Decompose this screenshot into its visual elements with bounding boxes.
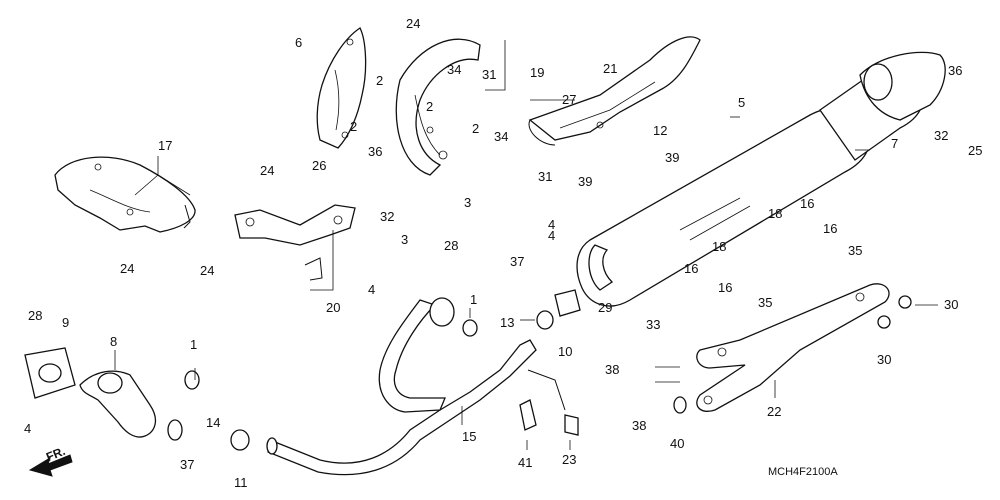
- callout-l30a: 30: [944, 297, 959, 312]
- callout-l12: 12: [653, 123, 668, 138]
- callout-l40: 40: [670, 436, 685, 451]
- callout-l31b: 31: [538, 169, 553, 184]
- heat-shield-21: [528, 36, 701, 146]
- callout-l20: 20: [326, 300, 341, 315]
- heat-shield-17: [54, 156, 196, 233]
- front-direction-arrow: [28, 454, 73, 477]
- callout-l1b: 1: [190, 337, 198, 352]
- callout-l28a: 28: [444, 238, 459, 253]
- callout-l41: 41: [518, 455, 533, 470]
- callout-l14: 14: [206, 415, 221, 430]
- callout-l3b: 3: [401, 232, 409, 247]
- leader-lines: [114, 40, 938, 450]
- callout-l38b: 38: [632, 418, 647, 433]
- callout-l2c: 2: [350, 119, 358, 134]
- heat-shield-6: [316, 27, 367, 149]
- callout-l23: 23: [562, 452, 577, 467]
- callout-l15: 15: [462, 429, 477, 444]
- callout-l4a: 4: [548, 217, 556, 232]
- callout-l17: 17: [158, 138, 173, 153]
- callout-l18b: 18: [712, 239, 727, 254]
- callout-l16b: 16: [823, 221, 838, 236]
- callout-l24a: 24: [406, 16, 421, 31]
- callout-l34b: 34: [494, 129, 509, 144]
- callout-l16a: 16: [800, 196, 815, 211]
- callout-l36b: 36: [368, 144, 383, 159]
- callout-l24c: 24: [120, 261, 135, 276]
- callout-l37b: 37: [180, 457, 195, 472]
- bracket-20: [234, 204, 356, 281]
- callout-l33: 33: [646, 317, 661, 332]
- callout-l39a: 39: [665, 150, 680, 165]
- callout-l16d: 16: [718, 280, 733, 295]
- callout-l4b: 4: [548, 228, 556, 243]
- callout-l2b: 2: [426, 99, 434, 114]
- muffler-stay-22: [696, 283, 890, 412]
- exhaust-pipe-15: [266, 297, 537, 476]
- callout-l28b: 28: [28, 308, 43, 323]
- callout-l2a: 2: [376, 73, 384, 88]
- end-cap-7: [859, 51, 946, 121]
- callout-l1a: 1: [470, 292, 478, 307]
- callout-l9: 9: [62, 315, 70, 330]
- callout-l6: 6: [295, 35, 303, 50]
- callout-l29: 29: [598, 300, 613, 315]
- callout-l18a: 18: [768, 206, 783, 221]
- callout-l36a: 36: [948, 63, 963, 78]
- callout-l37a: 37: [510, 254, 525, 269]
- callout-l5: 5: [738, 95, 746, 110]
- callout-l4d: 4: [24, 421, 32, 436]
- callout-l19: 19: [530, 65, 545, 80]
- gasket-9: [24, 347, 76, 399]
- callout-l3a: 3: [464, 195, 472, 210]
- callout-l32a: 32: [934, 128, 949, 143]
- callout-l11: 11: [234, 475, 248, 490]
- callout-l27: 27: [562, 92, 577, 107]
- callout-l38a: 38: [605, 362, 620, 377]
- callout-l13: 13: [500, 315, 515, 330]
- diagram-code: MCH4F2100A: [768, 466, 838, 478]
- callout-l24b: 24: [260, 163, 275, 178]
- protector-bracket: [395, 38, 481, 176]
- joint-pipe-8: [79, 370, 157, 438]
- callout-l34a: 34: [447, 62, 462, 77]
- callout-l24d: 24: [200, 263, 215, 278]
- callout-l16c: 16: [684, 261, 699, 276]
- callout-l8: 8: [110, 334, 118, 349]
- callout-l21: 21: [603, 61, 618, 76]
- callout-l4c: 4: [368, 282, 376, 297]
- callout-l39b: 39: [578, 174, 593, 189]
- callout-l22: 22: [767, 404, 782, 419]
- callout-l31a: 31: [482, 67, 497, 82]
- callout-l32b: 32: [380, 209, 395, 224]
- callout-l10: 10: [558, 344, 573, 359]
- callout-l2d: 2: [472, 121, 480, 136]
- callout-l7: 7: [891, 136, 899, 151]
- fasteners: [167, 289, 912, 451]
- callout-l25: 25: [968, 143, 983, 158]
- callout-l26: 26: [312, 158, 327, 173]
- callout-l35b: 35: [758, 295, 773, 310]
- callout-l30b: 30: [877, 352, 892, 367]
- callout-l35a: 35: [848, 243, 863, 258]
